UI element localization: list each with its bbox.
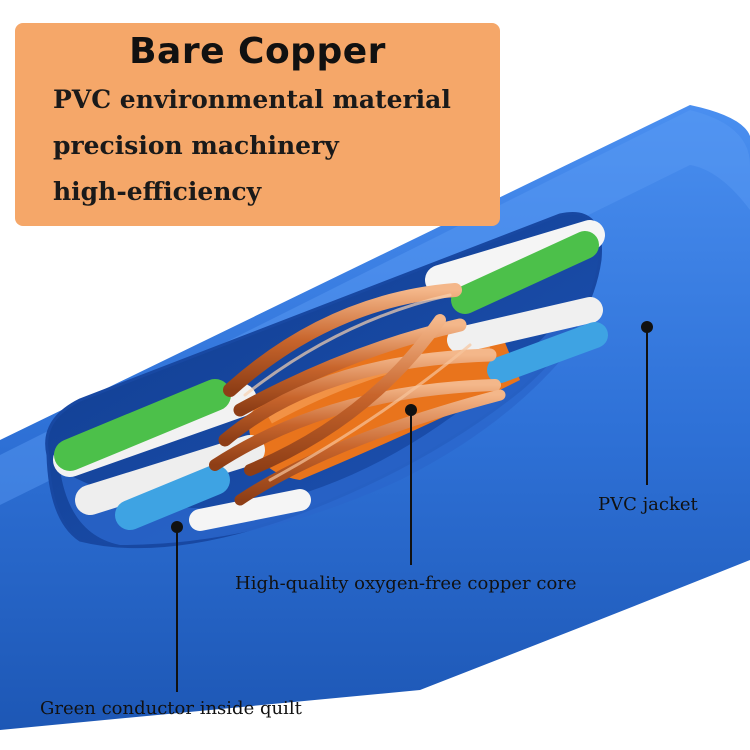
- feature-item: PVC environmental material: [53, 85, 451, 114]
- feature-banner: Bare Copper PVC environmental material p…: [15, 23, 500, 226]
- callout-copper-core: High-quality oxygen-free copper core: [235, 573, 577, 594]
- banner-title: Bare Copper: [129, 31, 386, 72]
- copper-strands: [209, 283, 506, 506]
- feature-item: high-efficiency: [53, 177, 262, 206]
- callout-pointers: [171, 321, 653, 692]
- callout-pvc-jacket: PVC jacket: [598, 494, 698, 515]
- feature-item: precision machinery: [53, 131, 339, 160]
- callout-green-conductor: Green conductor inside quilt: [40, 698, 302, 719]
